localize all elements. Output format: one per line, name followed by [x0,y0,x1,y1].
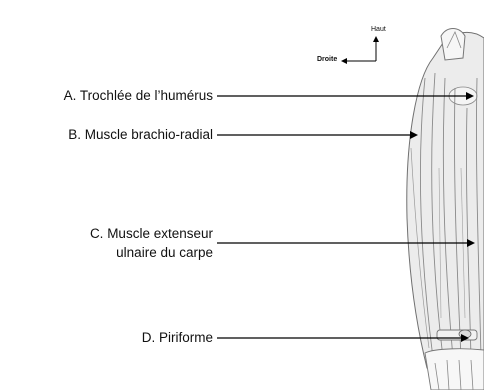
label-d: D. Piriforme [142,328,213,347]
arrow-c [217,239,475,247]
label-b-text: B. Muscle brachio-radial [68,125,213,144]
label-c-line-1: C. Muscle extenseur [90,224,213,243]
label-a: A. Trochlée de l’humérus [64,86,213,105]
arrow-b [217,131,418,139]
label-b: B. Muscle brachio-radial [68,125,213,144]
arrow-a [217,92,474,100]
label-d-text: D. Piriforme [142,328,213,347]
label-c-line-2: ulnaire du carpe [90,243,213,262]
label-a-text: A. Trochlée de l’humérus [64,86,213,105]
label-c: C. Muscle extenseur ulnaire du carpe [90,224,213,262]
arrow-d [217,334,469,342]
